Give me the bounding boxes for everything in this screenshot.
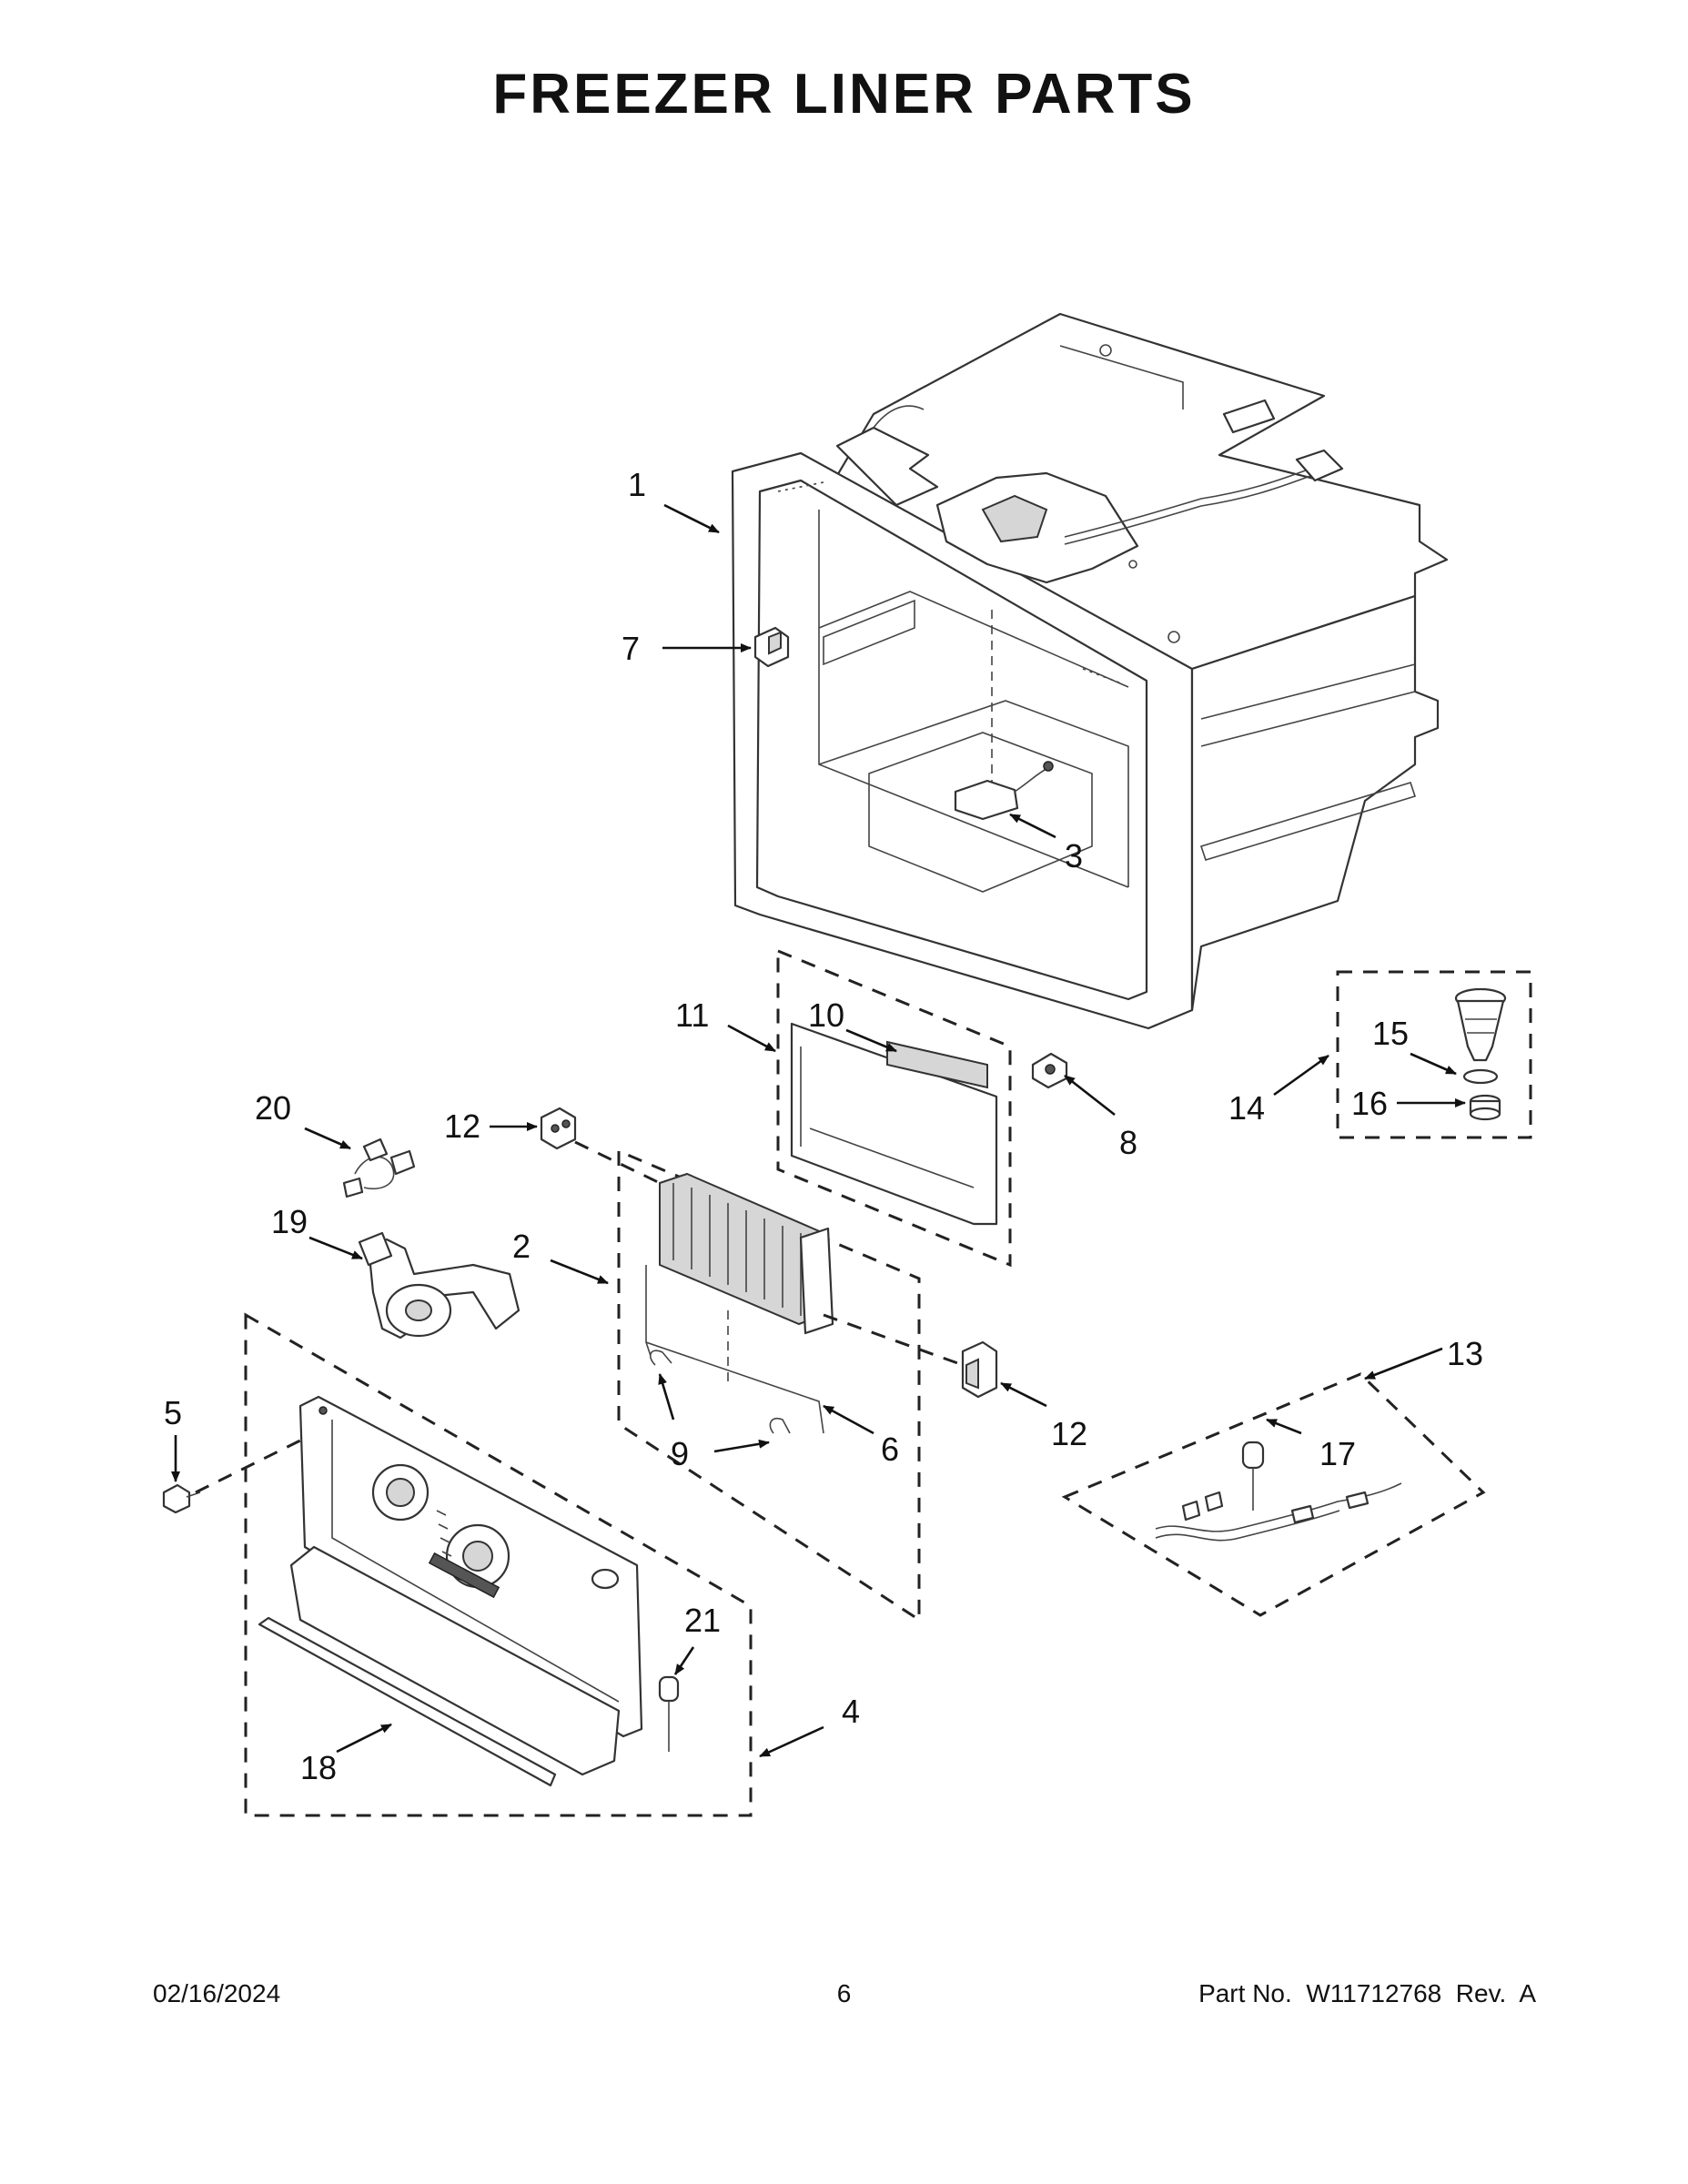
- callout-14: 14: [1228, 1089, 1265, 1127]
- callout-6: 6: [881, 1431, 899, 1468]
- callout-1: 1: [628, 466, 646, 503]
- group-4: [244, 1312, 753, 1817]
- group-11: [776, 948, 1012, 1268]
- callout-20: 20: [255, 1089, 291, 1127]
- freezer-liner: [731, 312, 1449, 1030]
- part-12-upper-clip: [540, 1107, 577, 1150]
- callout-5: 5: [164, 1394, 182, 1431]
- callout-18: 18: [300, 1749, 337, 1786]
- part-19-fan-motor: [358, 1231, 521, 1340]
- callout-11: 11: [675, 996, 709, 1034]
- callout-12-lower: 12: [1051, 1415, 1087, 1452]
- callout-17: 17: [1319, 1435, 1356, 1472]
- part-7-switch: [753, 626, 790, 668]
- callout-8: 8: [1119, 1124, 1137, 1161]
- callout-labels: 1 2 3 4 5 6 7 8 9 10 11 12 12 13 14 15 1…: [164, 466, 1483, 1786]
- group-14: [1336, 970, 1532, 1139]
- callout-3: 3: [1065, 837, 1083, 875]
- page-title: FREEZER LINER PARTS: [492, 63, 1196, 126]
- callout-13: 13: [1447, 1335, 1483, 1372]
- leader-arrows: [171, 503, 1466, 1758]
- part-20-harness: [342, 1138, 416, 1198]
- callout-4: 4: [842, 1693, 860, 1730]
- part-8-fitting: [1031, 1052, 1068, 1089]
- callout-9: 9: [671, 1435, 689, 1472]
- part-12-lower-clip: [961, 1340, 998, 1399]
- group-13: [1061, 1372, 1486, 1617]
- callout-19: 19: [271, 1203, 308, 1240]
- callout-7: 7: [622, 630, 640, 667]
- part-5-screw: [162, 1483, 201, 1514]
- callout-2: 2: [512, 1228, 531, 1265]
- callout-16: 16: [1351, 1085, 1388, 1122]
- callout-12-upper: 12: [444, 1107, 480, 1145]
- callout-10: 10: [808, 996, 844, 1034]
- callout-15: 15: [1372, 1015, 1409, 1052]
- callout-21: 21: [684, 1602, 721, 1639]
- footer-part-number: Part No. W11712768 Rev. A: [1198, 1979, 1536, 2007]
- footer-date: 02/16/2024: [153, 1979, 281, 2007]
- footer-page-number: 6: [836, 1979, 852, 2007]
- part-3-floor-component: [954, 610, 1054, 821]
